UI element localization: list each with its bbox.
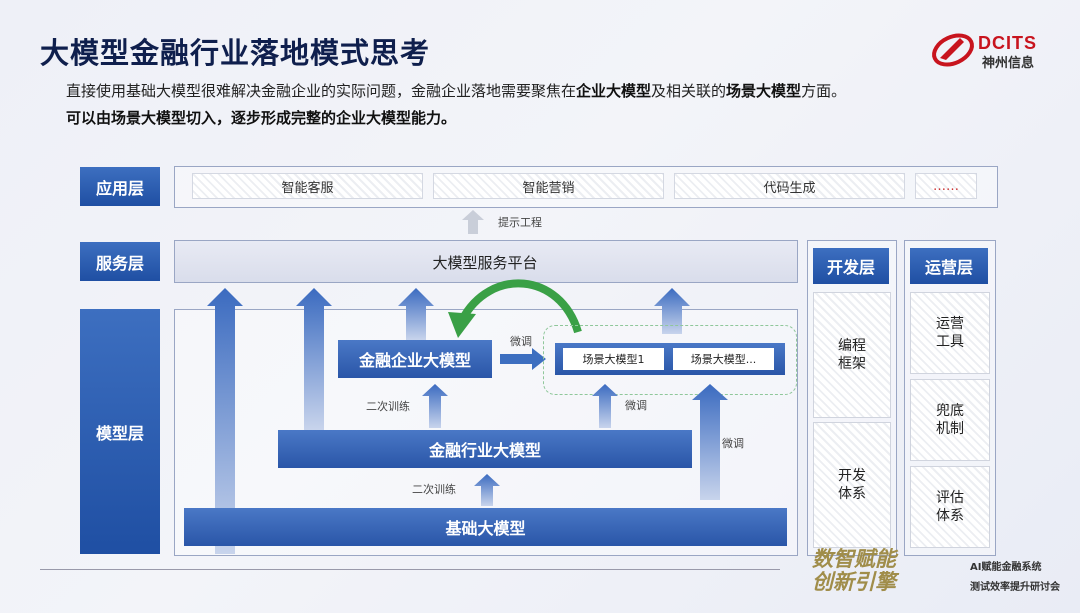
dcits-logo: DCITS 神州信息 [930, 28, 1060, 72]
intro-line1-a: 直接使用基础大模型很难解决金融企业的实际问题，金融企业落地需要聚焦在 [66, 82, 577, 100]
footer-divider [40, 569, 780, 570]
up-arrow-icon [296, 288, 332, 430]
layer-dev-label: 开发层 [813, 248, 889, 284]
layer-app-label: 应用层 [80, 167, 160, 206]
scene-model-item: 场景大模型... [673, 348, 774, 370]
service-platform-label: 大模型服务平台 [432, 254, 538, 272]
second-train-label-2: 二次训练 [412, 483, 456, 496]
intro-line2: 可以由场景大模型切入，逐步形成完整的企业大模型能力。 [66, 109, 457, 127]
service-layer-frame [174, 240, 798, 283]
footer-slogan: 数智赋能 创新引擎 [812, 548, 896, 594]
logo-swirl-icon [932, 33, 974, 67]
ops-item: 评估 体系 [910, 466, 990, 548]
layer-ops-label: 运营层 [910, 248, 988, 284]
fin-enterprise-model-box: 金融企业大模型 [338, 340, 492, 378]
dev-item: 编程 框架 [813, 292, 891, 418]
finetune-top-label: 微调 [510, 335, 532, 348]
logo-brand: DCITS [978, 33, 1037, 53]
footer-event: AI赋能金融系统 测试效率提升研讨会 [970, 558, 1060, 598]
footer-event-2: 测试效率提升研讨会 [970, 582, 1060, 593]
right-arrow-icon [500, 348, 546, 370]
app-item: 智能营销 [433, 173, 664, 199]
page-title: 大模型金融行业落地模式思考 [40, 36, 431, 70]
app-item: 智能客服 [192, 173, 423, 199]
curved-green-arrow-icon [448, 279, 582, 338]
layer-model-label: 模型层 [80, 309, 160, 554]
up-arrow-icon [462, 210, 484, 234]
ops-item: 兜底 机制 [910, 379, 990, 461]
scene-models-group [543, 325, 797, 395]
intro-text: 直接使用基础大模型很难解决金融企业的实际问题，金融企业落地需要聚焦在企业大模型及… [66, 78, 1046, 132]
second-train-label-1: 二次训练 [366, 400, 410, 413]
footer-event-1: AI赋能金融系统 [970, 562, 1042, 573]
up-arrow-icon [474, 474, 500, 506]
app-item-more: …… [915, 173, 977, 199]
fin-industry-model-box: 金融行业大模型 [278, 430, 692, 468]
finetune-right-label: 微调 [722, 437, 744, 450]
intro-line1-e: 方面。 [801, 82, 847, 100]
up-arrow-icon [398, 288, 434, 340]
footer-slogan-2: 创新引擎 [812, 570, 896, 594]
ops-item: 运营 工具 [910, 292, 990, 374]
dev-item: 开发 体系 [813, 422, 891, 548]
prompt-engineering-label: 提示工程 [498, 216, 542, 229]
up-arrow-icon [692, 384, 728, 500]
app-item: 代码生成 [674, 173, 905, 199]
footer-slogan-1: 数智赋能 [812, 547, 896, 571]
logo-sub: 神州信息 [982, 56, 1035, 71]
intro-highlight-scene: 场景大模型 [726, 82, 802, 100]
base-model-box: 基础大模型 [184, 508, 787, 546]
intro-highlight-enterprise: 企业大模型 [576, 82, 652, 100]
scene-model-item: 场景大模型1 [563, 348, 664, 370]
layer-service-label: 服务层 [80, 242, 160, 281]
up-arrow-icon [592, 384, 618, 428]
intro-line1-c: 及相关联的 [651, 82, 727, 100]
tall-up-arrow-icon [207, 288, 243, 554]
up-arrow-icon [422, 384, 448, 428]
finetune-mid-label: 微调 [625, 399, 647, 412]
up-arrow-icon [654, 288, 690, 334]
